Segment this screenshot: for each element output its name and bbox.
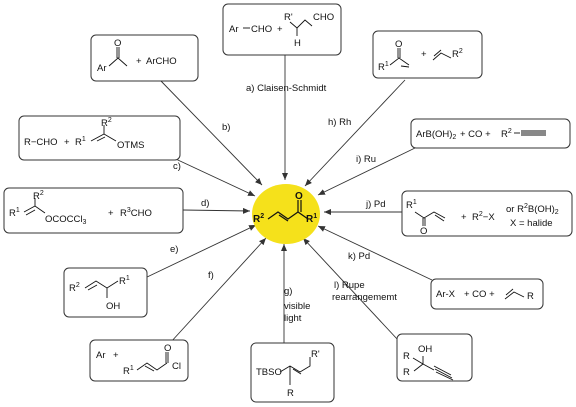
svg-text:R: R bbox=[527, 291, 534, 302]
reaction-labels: a) Claisen-Schmidt b) c) d) e) f) g) vis… bbox=[170, 83, 397, 324]
svg-text:R1: R1 bbox=[75, 136, 86, 148]
svg-text:R1: R1 bbox=[119, 275, 130, 287]
svg-text:Ar-X: Ar-X bbox=[436, 289, 456, 300]
arrow-k bbox=[317, 225, 433, 281]
label-h: h) Rh bbox=[328, 117, 351, 128]
svg-text:R2: R2 bbox=[69, 282, 80, 294]
svg-text:O: O bbox=[164, 343, 171, 354]
svg-text:O: O bbox=[420, 226, 427, 237]
svg-text:+: + bbox=[64, 137, 70, 148]
svg-text:R': R' bbox=[311, 349, 320, 360]
box-c: R−CHO + R1 R2 OTMS bbox=[18, 115, 181, 161]
svg-text:R3CHO: R3CHO bbox=[120, 207, 152, 219]
arrow-h bbox=[304, 79, 406, 187]
svg-text:or R2B(OH)2: or R2B(OH)2 bbox=[506, 203, 559, 216]
label-j: j) Pd bbox=[365, 199, 386, 210]
box-d: R1 R2 OCOCCl3 + R3CHO bbox=[3, 187, 184, 234]
label-g3: light bbox=[284, 313, 302, 324]
label-e: e) bbox=[170, 244, 178, 255]
product-highlight bbox=[252, 184, 320, 244]
svg-text:R2: R2 bbox=[501, 128, 512, 140]
svg-text:Cl: Cl bbox=[172, 361, 181, 372]
svg-text:R2: R2 bbox=[101, 117, 112, 129]
svg-text:CHO: CHO bbox=[313, 12, 334, 23]
arrow-d bbox=[182, 207, 251, 214]
box-h: R1 O + R2 bbox=[372, 30, 483, 79]
svg-text:H: H bbox=[294, 38, 301, 49]
svg-text:OH: OH bbox=[418, 344, 432, 355]
product-r1: R1 bbox=[306, 213, 317, 225]
svg-text:+: + bbox=[421, 49, 427, 60]
label-c: c) bbox=[173, 161, 181, 172]
svg-text:R1: R1 bbox=[378, 61, 389, 73]
svg-text:ArB(OH)2: ArB(OH)2 bbox=[416, 129, 456, 141]
arrow-f bbox=[169, 237, 267, 344]
svg-text:OH: OH bbox=[106, 301, 120, 312]
product-o: O bbox=[295, 191, 303, 202]
label-i: i) Ru bbox=[356, 154, 376, 165]
arrow-e bbox=[144, 224, 257, 279]
svg-text:R2: R2 bbox=[33, 190, 44, 202]
box-j: R1 O + R2−X or R2B(OH)2 X = halide bbox=[401, 190, 573, 237]
svg-text:ArCHO: ArCHO bbox=[146, 56, 177, 67]
svg-text:+: + bbox=[136, 56, 142, 67]
box-g: TBSO R R' bbox=[250, 342, 335, 403]
label-l2: rearrangememt bbox=[332, 292, 397, 303]
svg-text:Ar: Ar bbox=[229, 24, 239, 35]
label-d: d) bbox=[201, 198, 209, 209]
svg-text:R1: R1 bbox=[406, 199, 417, 211]
svg-text:TBSO: TBSO bbox=[256, 367, 282, 378]
svg-text:Ar: Ar bbox=[96, 350, 106, 361]
svg-text:R2−X: R2−X bbox=[472, 211, 495, 223]
box-f: Ar + R1 O Cl bbox=[89, 339, 189, 382]
box-a: Ar CHO + R' H CHO bbox=[222, 3, 342, 56]
label-a: a) Claisen-Schmidt bbox=[246, 83, 327, 94]
label-b: b) bbox=[222, 122, 230, 133]
box-b: Ar O + ArCHO bbox=[90, 34, 199, 82]
svg-text:R': R' bbox=[284, 12, 293, 23]
svg-text:+: + bbox=[108, 208, 114, 219]
center-product: O R2 R1 bbox=[252, 184, 320, 244]
svg-text:R: R bbox=[287, 388, 294, 399]
svg-text:O: O bbox=[395, 39, 402, 50]
svg-text:Ar: Ar bbox=[97, 63, 107, 74]
box-l: OH R R bbox=[396, 333, 473, 382]
label-f: f) bbox=[208, 270, 214, 281]
svg-text:+: + bbox=[461, 212, 467, 223]
svg-text:OTMS: OTMS bbox=[117, 140, 144, 151]
svg-text:R1: R1 bbox=[9, 207, 20, 219]
arrow-l bbox=[302, 237, 399, 341]
arrow-b bbox=[159, 79, 263, 186]
svg-text:R−CHO: R−CHO bbox=[24, 137, 58, 148]
svg-text:R: R bbox=[403, 367, 410, 378]
svg-text:+ CO +: + CO + bbox=[460, 129, 491, 140]
label-g: g) bbox=[284, 286, 292, 297]
label-l: l) Rupe bbox=[334, 280, 365, 291]
svg-text:CHO: CHO bbox=[251, 24, 272, 35]
label-k: k) Pd bbox=[348, 251, 370, 262]
box-k: Ar-X + CO + R bbox=[430, 278, 544, 310]
svg-text:+: + bbox=[277, 24, 283, 35]
svg-text:R: R bbox=[403, 351, 410, 362]
label-g2: visible bbox=[284, 301, 310, 312]
svg-text:OCOCCl3: OCOCCl3 bbox=[45, 214, 86, 226]
box-e: R2 R1 OH bbox=[63, 267, 148, 318]
product-r2: R2 bbox=[253, 213, 264, 225]
svg-text:O: O bbox=[114, 38, 121, 49]
arrow-i bbox=[317, 147, 416, 196]
box-i: ArB(OH)2 + CO + R2 bbox=[410, 118, 571, 149]
svg-text:+ CO +: + CO + bbox=[464, 289, 495, 300]
svg-text:R1: R1 bbox=[123, 365, 134, 377]
svg-text:X = halide: X = halide bbox=[510, 218, 553, 229]
svg-text:R2: R2 bbox=[452, 48, 463, 60]
svg-text:+: + bbox=[113, 350, 119, 361]
